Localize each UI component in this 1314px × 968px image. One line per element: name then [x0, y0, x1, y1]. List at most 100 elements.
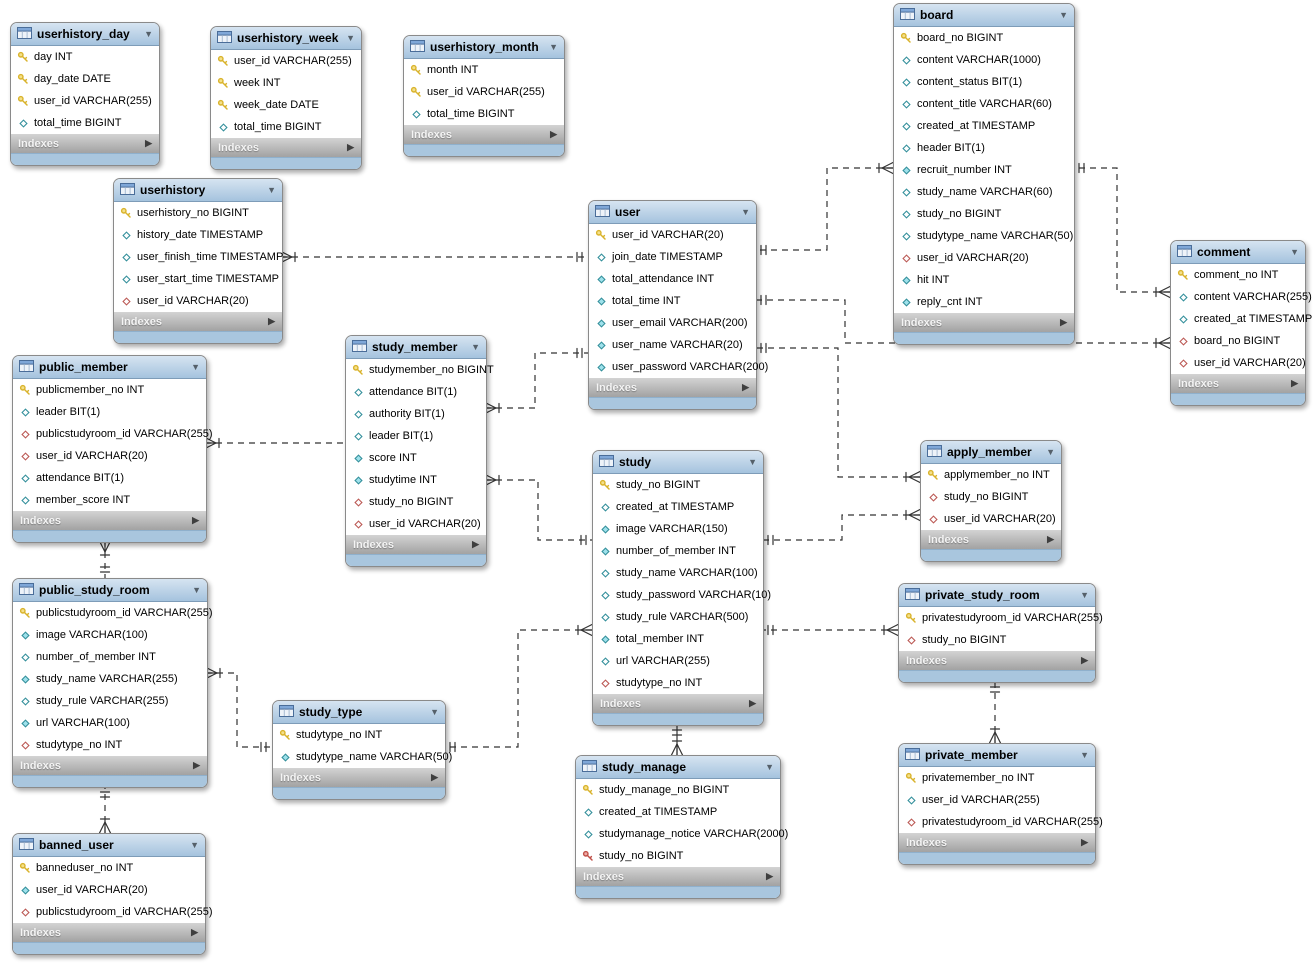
column-row[interactable]: studytype_no INT	[13, 734, 207, 756]
table-header[interactable]: study_manage▼	[576, 756, 780, 779]
column-row[interactable]: board_no BIGINT	[1171, 330, 1305, 352]
column-row[interactable]: authority BIT(1)	[346, 403, 486, 425]
column-row[interactable]: studytype_name VARCHAR(50)	[894, 225, 1074, 247]
table-header[interactable]: private_member▼	[899, 744, 1095, 767]
relationship-userhistory-user[interactable]	[280, 250, 588, 264]
indexes-section[interactable]: Indexes▶	[114, 312, 282, 331]
expand-arrow-icon[interactable]: ▶	[472, 539, 479, 549]
relationship-study-study_type[interactable]	[444, 623, 593, 753]
column-row[interactable]: user_id VARCHAR(20)	[13, 879, 205, 901]
column-row[interactable]: number_of_member INT	[593, 540, 763, 562]
collapse-toggle-icon[interactable]: ▼	[748, 457, 757, 467]
column-row[interactable]: studytype_no INT	[593, 672, 763, 694]
table-header[interactable]: public_member▼	[13, 356, 206, 379]
expand-arrow-icon[interactable]: ▶	[347, 142, 354, 152]
column-row[interactable]: total_time BIGINT	[404, 103, 564, 125]
column-row[interactable]: content_title VARCHAR(60)	[894, 93, 1074, 115]
table-header[interactable]: private_study_room▼	[899, 584, 1095, 607]
indexes-section[interactable]: Indexes▶	[13, 923, 205, 942]
column-row[interactable]: user_id VARCHAR(20)	[921, 508, 1061, 530]
indexes-section[interactable]: Indexes▶	[894, 313, 1074, 332]
collapse-toggle-icon[interactable]: ▼	[191, 362, 200, 372]
relationship-public_member-public_study_room[interactable]	[98, 540, 112, 578]
relationship-line[interactable]	[485, 479, 592, 541]
table-header[interactable]: study_member▼	[346, 336, 486, 359]
column-row[interactable]: content_status BIT(1)	[894, 71, 1074, 93]
relationship-private_member-private_study_room[interactable]	[988, 681, 1002, 744]
table-header[interactable]: board▼	[894, 4, 1074, 27]
column-row[interactable]: user_id VARCHAR(20)	[589, 224, 756, 246]
column-row[interactable]: board_no BIGINT	[894, 27, 1074, 49]
column-row[interactable]: study_rule VARCHAR(500)	[593, 606, 763, 628]
relationship-study_member-user[interactable]	[484, 347, 588, 415]
relationship-line[interactable]	[1073, 167, 1170, 293]
collapse-toggle-icon[interactable]: ▼	[471, 342, 480, 352]
expand-arrow-icon[interactable]: ▶	[766, 871, 773, 881]
column-row[interactable]: header BIT(1)	[894, 137, 1074, 159]
indexes-section[interactable]: Indexes▶	[593, 694, 763, 713]
column-row[interactable]: number_of_member INT	[13, 646, 207, 668]
table-header[interactable]: userhistory_month▼	[404, 36, 564, 59]
relationship-private_study_room-study[interactable]	[762, 623, 899, 637]
column-row[interactable]: study_name VARCHAR(255)	[13, 668, 207, 690]
column-row[interactable]: recruit_number INT	[894, 159, 1074, 181]
column-row[interactable]: hit INT	[894, 269, 1074, 291]
indexes-section[interactable]: Indexes▶	[899, 833, 1095, 852]
column-row[interactable]: member_score INT	[13, 489, 206, 511]
column-row[interactable]: publicstudyroom_id VARCHAR(255)	[13, 901, 212, 923]
collapse-toggle-icon[interactable]: ▼	[267, 185, 276, 195]
relationship-study_manage-study[interactable]	[670, 724, 684, 756]
expand-arrow-icon[interactable]: ▶	[431, 772, 438, 782]
column-row[interactable]: image VARCHAR(150)	[593, 518, 763, 540]
column-row[interactable]: study_no BIGINT	[576, 845, 780, 867]
relationship-study_member-study[interactable]	[484, 473, 592, 546]
column-row[interactable]: created_at TIMESTAMP	[593, 496, 763, 518]
relationship-apply_member-study[interactable]	[762, 508, 921, 546]
column-row[interactable]: user_password VARCHAR(200)	[589, 356, 768, 378]
collapse-toggle-icon[interactable]: ▼	[741, 207, 750, 217]
column-row[interactable]: image VARCHAR(100)	[13, 624, 207, 646]
column-row[interactable]: study_no BIGINT	[921, 486, 1061, 508]
expand-arrow-icon[interactable]: ▶	[191, 927, 198, 937]
relationship-line[interactable]	[755, 299, 1170, 344]
relationship-line[interactable]	[485, 352, 588, 409]
column-row[interactable]: score INT	[346, 447, 486, 469]
column-row[interactable]: user_id VARCHAR(255)	[899, 789, 1095, 811]
indexes-section[interactable]: Indexes▶	[13, 511, 206, 530]
column-row[interactable]: week INT	[211, 72, 361, 94]
indexes-section[interactable]: Indexes▶	[346, 535, 486, 554]
table-user[interactable]: user▼user_id VARCHAR(20)join_date TIMEST…	[588, 200, 768, 410]
column-row[interactable]: total_time INT	[589, 290, 756, 312]
collapse-toggle-icon[interactable]: ▼	[192, 585, 201, 595]
relationship-public_study_room-study_type[interactable]	[205, 666, 272, 753]
column-row[interactable]: created_at TIMESTAMP	[1171, 308, 1312, 330]
collapse-toggle-icon[interactable]: ▼	[430, 707, 439, 717]
column-row[interactable]: user_id VARCHAR(20)	[13, 445, 206, 467]
table-header[interactable]: user▼	[589, 201, 756, 224]
column-row[interactable]: month INT	[404, 59, 564, 81]
column-row[interactable]: studymanage_notice VARCHAR(2000)	[576, 823, 788, 845]
expand-arrow-icon[interactable]: ▶	[749, 698, 756, 708]
relationship-line[interactable]	[206, 672, 272, 748]
expand-arrow-icon[interactable]: ▶	[1060, 317, 1067, 327]
column-row[interactable]: publicstudyroom_id VARCHAR(255)	[13, 602, 212, 624]
column-row[interactable]: comment_no INT	[1171, 264, 1305, 286]
column-row[interactable]: week_date DATE	[211, 94, 361, 116]
table-header[interactable]: public_study_room▼	[13, 579, 207, 602]
column-row[interactable]: user_name VARCHAR(20)	[589, 334, 756, 356]
collapse-toggle-icon[interactable]: ▼	[1080, 590, 1089, 600]
indexes-section[interactable]: Indexes▶	[13, 756, 207, 775]
indexes-section[interactable]: Indexes▶	[404, 125, 564, 144]
column-row[interactable]: study_rule VARCHAR(255)	[13, 690, 207, 712]
column-row[interactable]: user_id VARCHAR(20)	[894, 247, 1074, 269]
table-header[interactable]: userhistory_day▼	[11, 23, 159, 46]
relationship-comment-user[interactable]	[755, 294, 1171, 350]
expand-arrow-icon[interactable]: ▶	[1081, 655, 1088, 665]
